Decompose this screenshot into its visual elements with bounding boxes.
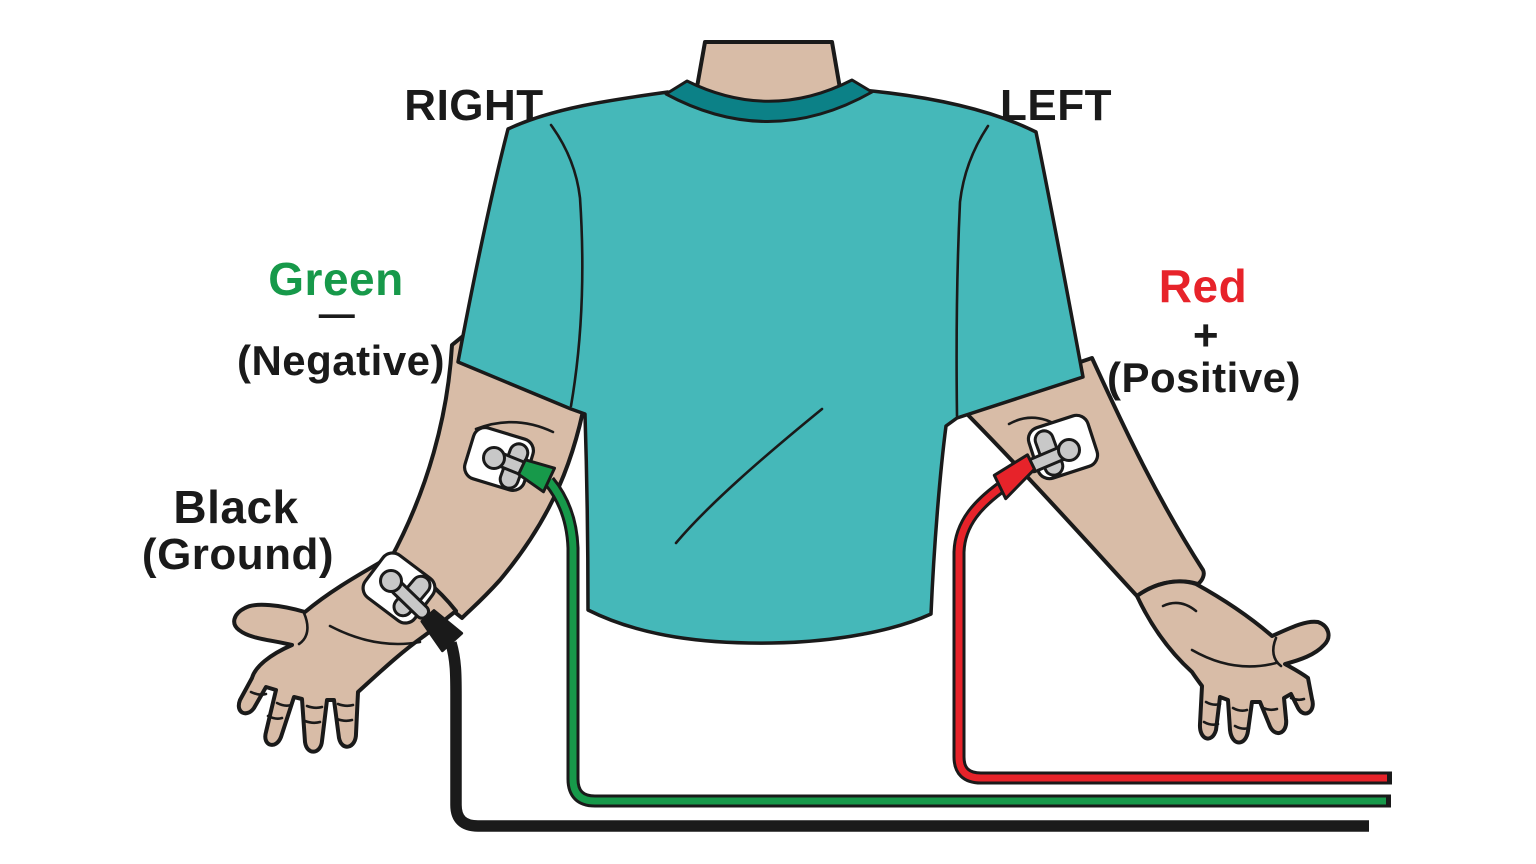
red-wire <box>952 482 1392 785</box>
green-lead-name: Green <box>268 253 404 305</box>
red-role-label: (Positive) <box>1106 354 1302 401</box>
green-role-label: (Negative) <box>236 337 446 384</box>
green-connector <box>517 458 556 494</box>
shirt-wrinkle <box>674 407 824 545</box>
patient-left-arm <box>966 356 1331 745</box>
scrub-shirt <box>456 78 1085 645</box>
green-wire <box>543 476 1391 808</box>
snap-button <box>482 446 506 470</box>
green-polarity-symbol: — <box>318 293 356 334</box>
green-electrode <box>462 425 556 494</box>
black-connector <box>420 609 464 653</box>
right-side-label: RIGHT <box>404 81 544 130</box>
black-electrode <box>361 551 464 653</box>
black-lead-name: Black <box>173 481 299 533</box>
red-connector <box>992 453 1036 501</box>
snap-button <box>379 569 403 593</box>
snap-button <box>1057 438 1081 462</box>
black-wire <box>445 641 1369 832</box>
electrodes <box>361 413 1100 653</box>
collar <box>664 78 874 123</box>
lead-wires <box>445 476 1392 832</box>
red-lead-name: Red <box>1158 260 1248 312</box>
black-role-label: (Ground) <box>141 530 335 579</box>
red-polarity-symbol: + <box>1192 311 1220 360</box>
red-electrode <box>992 413 1100 501</box>
left-side-label: LEFT <box>1000 81 1112 130</box>
